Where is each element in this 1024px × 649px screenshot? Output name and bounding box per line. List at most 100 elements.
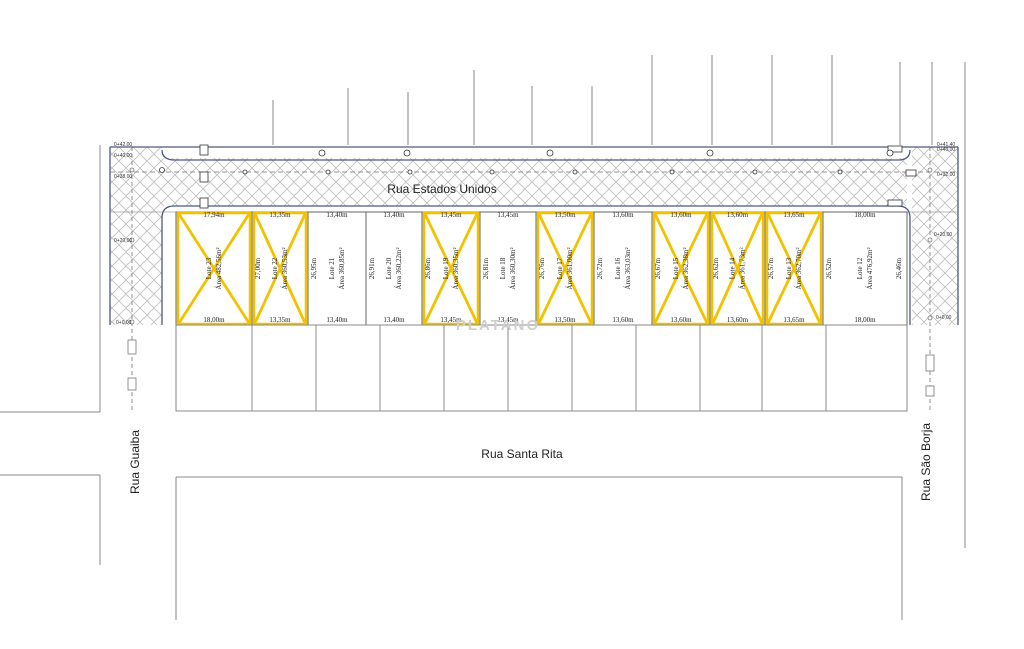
lower-parcels (175, 324, 908, 412)
lot-number: Lote 22 (271, 257, 279, 279)
lot-front-width: 18,00m (854, 211, 876, 219)
lot-back-width: 13,65m (783, 316, 805, 324)
lot-area: Área 362,38m² (682, 247, 690, 289)
lot-number: Lote 15 (672, 257, 680, 279)
lot-area: Área 361,00m² (566, 247, 574, 289)
svg-text:0+42,00: 0+42,00 (114, 142, 132, 148)
lot-back-width: 13,35m (269, 316, 291, 324)
lot-area: Área 360,85m² (338, 247, 346, 289)
lot-back-width: 13,40m (383, 316, 405, 324)
svg-text:0+40,00: 0+40,00 (114, 153, 132, 159)
lot-area: Área 360,22m² (395, 247, 403, 289)
lot-front-width: 13,35m (269, 211, 291, 219)
lot-number: Lote 20 (385, 257, 393, 279)
lot-side-length: 26,81m (482, 257, 490, 279)
lot-cross-frame (652, 211, 710, 326)
lot-back-width: 13,60m (670, 316, 692, 324)
lot-front-width: 13,45m (440, 211, 462, 219)
svg-text:0+40,00: 0+40,00 (937, 147, 955, 153)
lot-side-length: 26,91m (368, 257, 376, 279)
lot-area: Área 360,35m² (452, 247, 460, 289)
lot-back-width: 18,00m (854, 316, 876, 324)
lot-front-width: 13,60m (727, 211, 749, 219)
road-outline (109, 146, 959, 325)
lot-side-length: 26,52m (825, 257, 833, 279)
lot-side-length: 26,62m (712, 257, 720, 279)
street-name-east: Rua São Borja (919, 423, 933, 501)
lot-number: Lote 21 (328, 257, 336, 279)
lot-cross-line (253, 213, 307, 324)
neighbour-lines-top (0, 55, 966, 548)
chainage-labels: 0+42,00 0+40,00 0+38,00 0+20,00 0+0,00 0… (114, 142, 955, 326)
lot-side-length: 26,72m (596, 257, 604, 279)
lot-cross-line (537, 213, 593, 324)
lot-cross-frame (252, 211, 308, 326)
road-markers (159, 144, 917, 209)
survey-line-left (127, 147, 137, 412)
lot-front-width: 17,94m (203, 211, 225, 219)
lot-back-width: 13,60m (612, 316, 634, 324)
lot-back-width: 13,40m (326, 316, 348, 324)
svg-text:0+20,00: 0+20,00 (934, 232, 952, 238)
street-name-west: Rua Guaiba (128, 430, 142, 494)
watermark: PLATANO (456, 317, 540, 334)
lot-area: Área 361,73m² (739, 247, 747, 289)
sidewalk-hatch (110, 147, 958, 325)
lot-cross-line (711, 213, 764, 324)
lot-front-width: 13,50m (554, 211, 576, 219)
survey-line-right (925, 147, 935, 412)
lot-front-width: 13,60m (670, 211, 692, 219)
lot-cross-frame (710, 211, 765, 326)
block-lines-lower (0, 325, 908, 620)
lot-number: Lote 23 (205, 257, 213, 279)
lot-side-length: 26,86m (424, 257, 432, 279)
svg-text:0+41,40: 0+41,40 (937, 142, 955, 148)
lot-front-width: 13,40m (326, 211, 348, 219)
lot-cross-frame (536, 211, 594, 326)
lot-number: Lote 12 (856, 257, 864, 279)
svg-text:0+38,00: 0+38,00 (114, 174, 132, 180)
lot-cross-line (177, 213, 251, 324)
lot-side-length: 27,00m (254, 257, 262, 279)
svg-text:0+32,00: 0+32,00 (937, 172, 955, 178)
street-name-south: Rua Santa Rita (481, 447, 563, 461)
lot-number: Lote 19 (442, 257, 450, 279)
lot-area: Área 482,56m² (215, 247, 223, 289)
lot-back-width: 18,00m (203, 316, 225, 324)
lot-front-width: 13,60m (612, 211, 634, 219)
lot-area: Área 363,03m² (624, 247, 632, 289)
lot-number: Lote 14 (729, 257, 737, 279)
lot-side-length-last: 26,46m (895, 257, 903, 279)
lot-front-width: 13,65m (783, 211, 805, 219)
lot-front-width: 13,45m (497, 211, 519, 219)
lot-front-width: 13,40m (383, 211, 405, 219)
svg-text:0+0,00: 0+0,00 (116, 320, 132, 326)
lot-back-width: 13,45m (497, 316, 519, 324)
lot-number: Lote 16 (614, 257, 622, 279)
lot-cross-line (423, 213, 479, 324)
lot-cross-frame (176, 211, 252, 326)
lot-side-length: 26,57m (767, 257, 775, 279)
lot-side-length: 26,76m (538, 257, 546, 279)
lot-number: Lote 17 (556, 257, 564, 279)
lot-area: Área 362,70m² (795, 247, 803, 289)
lot-cross-line (653, 213, 709, 324)
lot-cross-line (766, 213, 822, 324)
lot-side-length: 26,67m (654, 257, 662, 279)
svg-text:0+0,00: 0+0,00 (936, 315, 952, 321)
lot-side-length: 26,95m (310, 257, 318, 279)
lot-back-width: 13,45m (440, 316, 462, 324)
lot-area: Área 476,92m² (866, 247, 874, 289)
lot-cross-frame (422, 211, 480, 326)
lot-back-width: 13,60m (727, 316, 749, 324)
lot-number: Lote 13 (785, 257, 793, 279)
lot-cross-frame (765, 211, 823, 326)
svg-text:0+20,00: 0+20,00 (114, 238, 132, 244)
lot-number: Lote 18 (499, 257, 507, 279)
street-name-north: Rua Estados Unidos (387, 182, 496, 196)
lot-area: Área 360,30m² (509, 247, 517, 289)
lot-back-width: 13,50m (554, 316, 576, 324)
lot-area: Área 360,53m² (281, 247, 289, 289)
